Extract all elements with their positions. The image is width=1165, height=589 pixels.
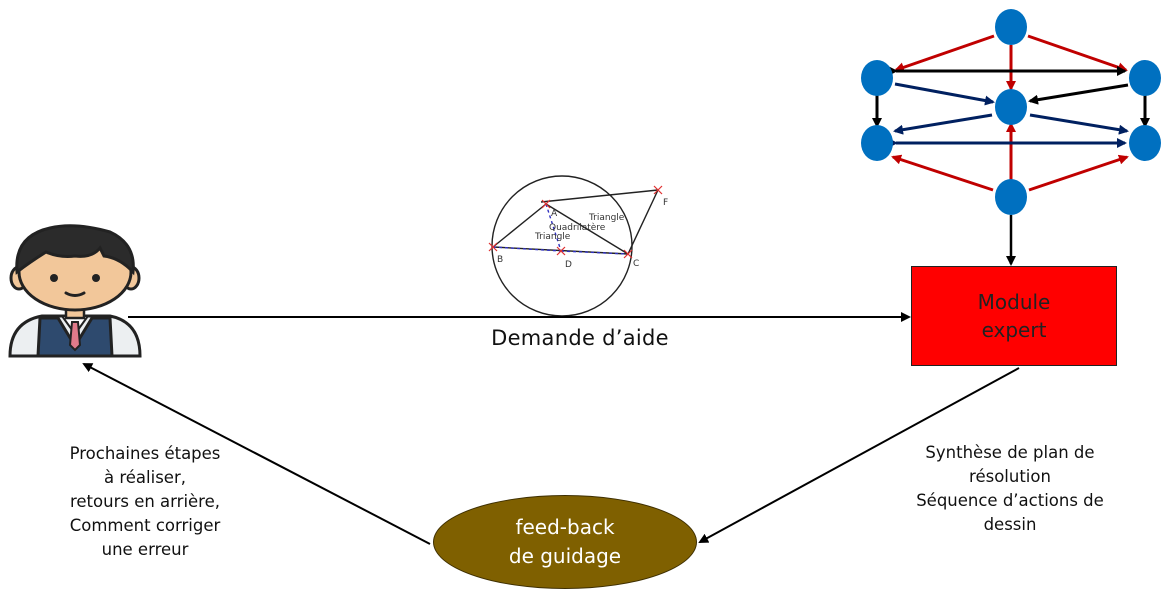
point-label-a: A [551,209,558,219]
plan-synthesis-line-3: Séquence d’actions de [916,491,1104,510]
point-label-b: B [497,255,503,265]
feedback-line-2: de guidage [508,544,622,568]
plan-synthesis-line-2: résolution [969,467,1051,486]
point-label-c: C [633,259,639,269]
network-node [1129,60,1161,96]
student-avatar-icon [8,224,142,358]
network-node [1129,125,1161,161]
network-nodes [861,9,1161,215]
plan-synthesis-label: Synthèse de plan de résolution Séquence … [890,441,1130,537]
feedback-ellipse: feed-back de guidage [433,495,697,589]
plan-synthesis-line-1: Synthèse de plan de [925,443,1095,462]
shape-label-triangle-upper: Triangle [588,213,625,223]
next-steps-line-4: Comment corriger [69,516,221,535]
network-node [861,60,893,96]
network-node [995,179,1027,215]
shape-label-quadrilateral: Quadrilatère [549,222,606,233]
next-steps-line-3: retours en arrière, [69,492,220,511]
knowledge-network [861,9,1161,215]
next-steps-line-1: Prochaines étapes [69,444,221,463]
point-label-d: D [565,260,572,270]
feedback-line-1: feed-back [515,515,615,539]
network-node [995,89,1027,125]
feedback-to-student-arrow [82,363,431,545]
plan-synthesis-line-4: dessin [983,515,1037,534]
network-edges [872,34,1150,192]
module-expert-box: Module expert [911,266,1117,366]
network-node [995,9,1027,45]
shape-label-triangle-lower: Triangle [534,232,571,242]
next-steps-label: Prochaines étapes à réaliser, retours en… [30,442,260,562]
next-steps-line-5: une erreur [101,540,189,559]
module-to-feedback-arrow [698,367,1020,543]
geometry-figure: A B C D F Triangle Quadrilatère Triangle [488,175,668,317]
module-expert-line-1: Module [977,290,1051,314]
network-node [861,125,893,161]
point-label-f: F [663,198,668,208]
module-expert-line-2: expert [981,318,1047,342]
help-request-label: Demande d’aide [491,326,669,350]
next-steps-line-2: à réaliser, [104,468,186,487]
